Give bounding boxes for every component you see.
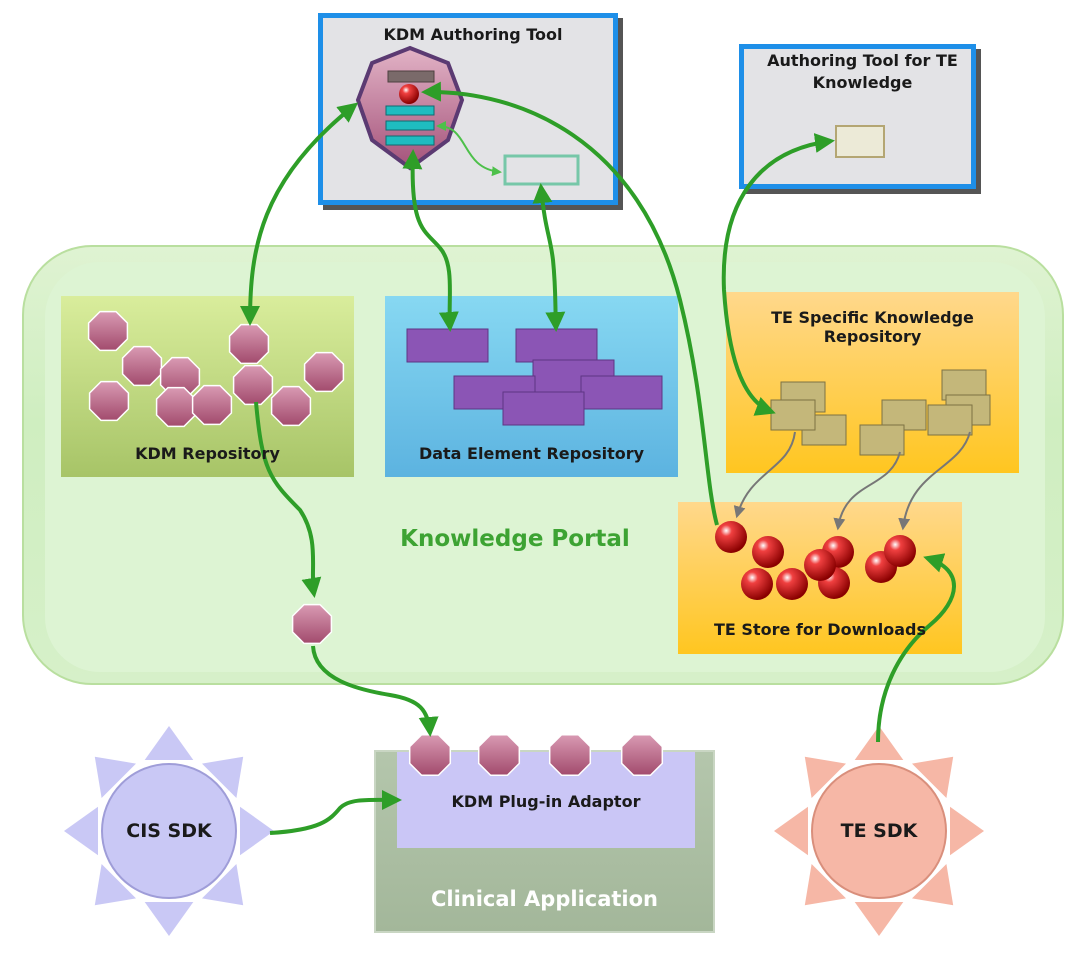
sun-ray	[240, 806, 274, 856]
sun-ray	[94, 864, 136, 906]
sun-ray	[144, 902, 194, 936]
kdm-delivered-item	[291, 603, 333, 645]
te-store-label: TE Store for Downloads	[714, 620, 926, 639]
sun-ray	[94, 756, 136, 798]
heptagon-item	[121, 345, 163, 387]
cis-sdk-label: CIS SDK	[126, 820, 212, 842]
sun-ray	[912, 756, 954, 798]
sun-ray	[774, 806, 808, 856]
sun-ray	[950, 806, 984, 856]
sun-core	[101, 763, 237, 899]
heptagon-item	[228, 323, 270, 365]
heptagon-item	[477, 733, 521, 777]
kdm-document-icon	[355, 45, 465, 171]
te-authoring-tool-title: Authoring Tool for TE Knowledge	[744, 50, 981, 94]
te-knowledge-blocks	[770, 369, 991, 456]
sun-ray	[804, 756, 846, 798]
kdm-plugin-adaptor-label: KDM Plug-in Adaptor	[451, 792, 641, 811]
heptagon-item	[191, 384, 233, 426]
kdm-repository-items	[87, 310, 345, 428]
sun-ray	[64, 806, 98, 856]
sun-ray	[854, 726, 904, 760]
heptagon-item	[303, 351, 345, 393]
adaptor-items	[408, 733, 664, 777]
sun-ray	[202, 756, 244, 798]
sun-ray	[202, 864, 244, 906]
te-download-arrows	[733, 431, 971, 531]
sun-ray	[854, 902, 904, 936]
heptagon-item	[87, 310, 129, 352]
kdm-repository-label: KDM Repository	[135, 444, 280, 463]
te-authoring-tool-title-line1: Authoring Tool for TE	[767, 51, 958, 70]
internal-link-arrow	[436, 121, 502, 177]
data-element-repository-label: Data Element Repository	[418, 444, 645, 463]
flow-arrows	[240, 81, 956, 835]
sun-core	[811, 763, 947, 899]
heptagon-item	[88, 380, 130, 422]
knowledge-portal-title: Knowledge Portal	[400, 526, 630, 552]
te-authoring-tool-title-line2: Knowledge	[812, 73, 913, 92]
heptagon-item	[548, 733, 592, 777]
sun-ray	[804, 864, 846, 906]
te-knowledge-placeholder	[835, 125, 885, 158]
cis-sdk-sun	[64, 726, 274, 936]
sun-ray	[912, 864, 954, 906]
heptagon-item	[408, 733, 452, 777]
heptagon-item	[155, 386, 197, 428]
heptagon-item	[620, 733, 664, 777]
kdm-element-placeholder	[503, 154, 580, 186]
clinical-application-label: Clinical Application	[430, 887, 659, 911]
te-sdk-label: TE SDK	[840, 820, 918, 842]
te-sdk-sun	[774, 726, 984, 936]
data-element-blocks	[406, 328, 663, 426]
heptagon-item	[270, 385, 312, 427]
te-store-items	[715, 521, 916, 600]
heptagon-item	[232, 364, 274, 406]
te-knowledge-repository-label: TE Specific Knowledge Repository	[771, 308, 974, 346]
kdm-authoring-tool-title: KDM Authoring Tool	[383, 25, 563, 44]
sun-ray	[144, 726, 194, 760]
